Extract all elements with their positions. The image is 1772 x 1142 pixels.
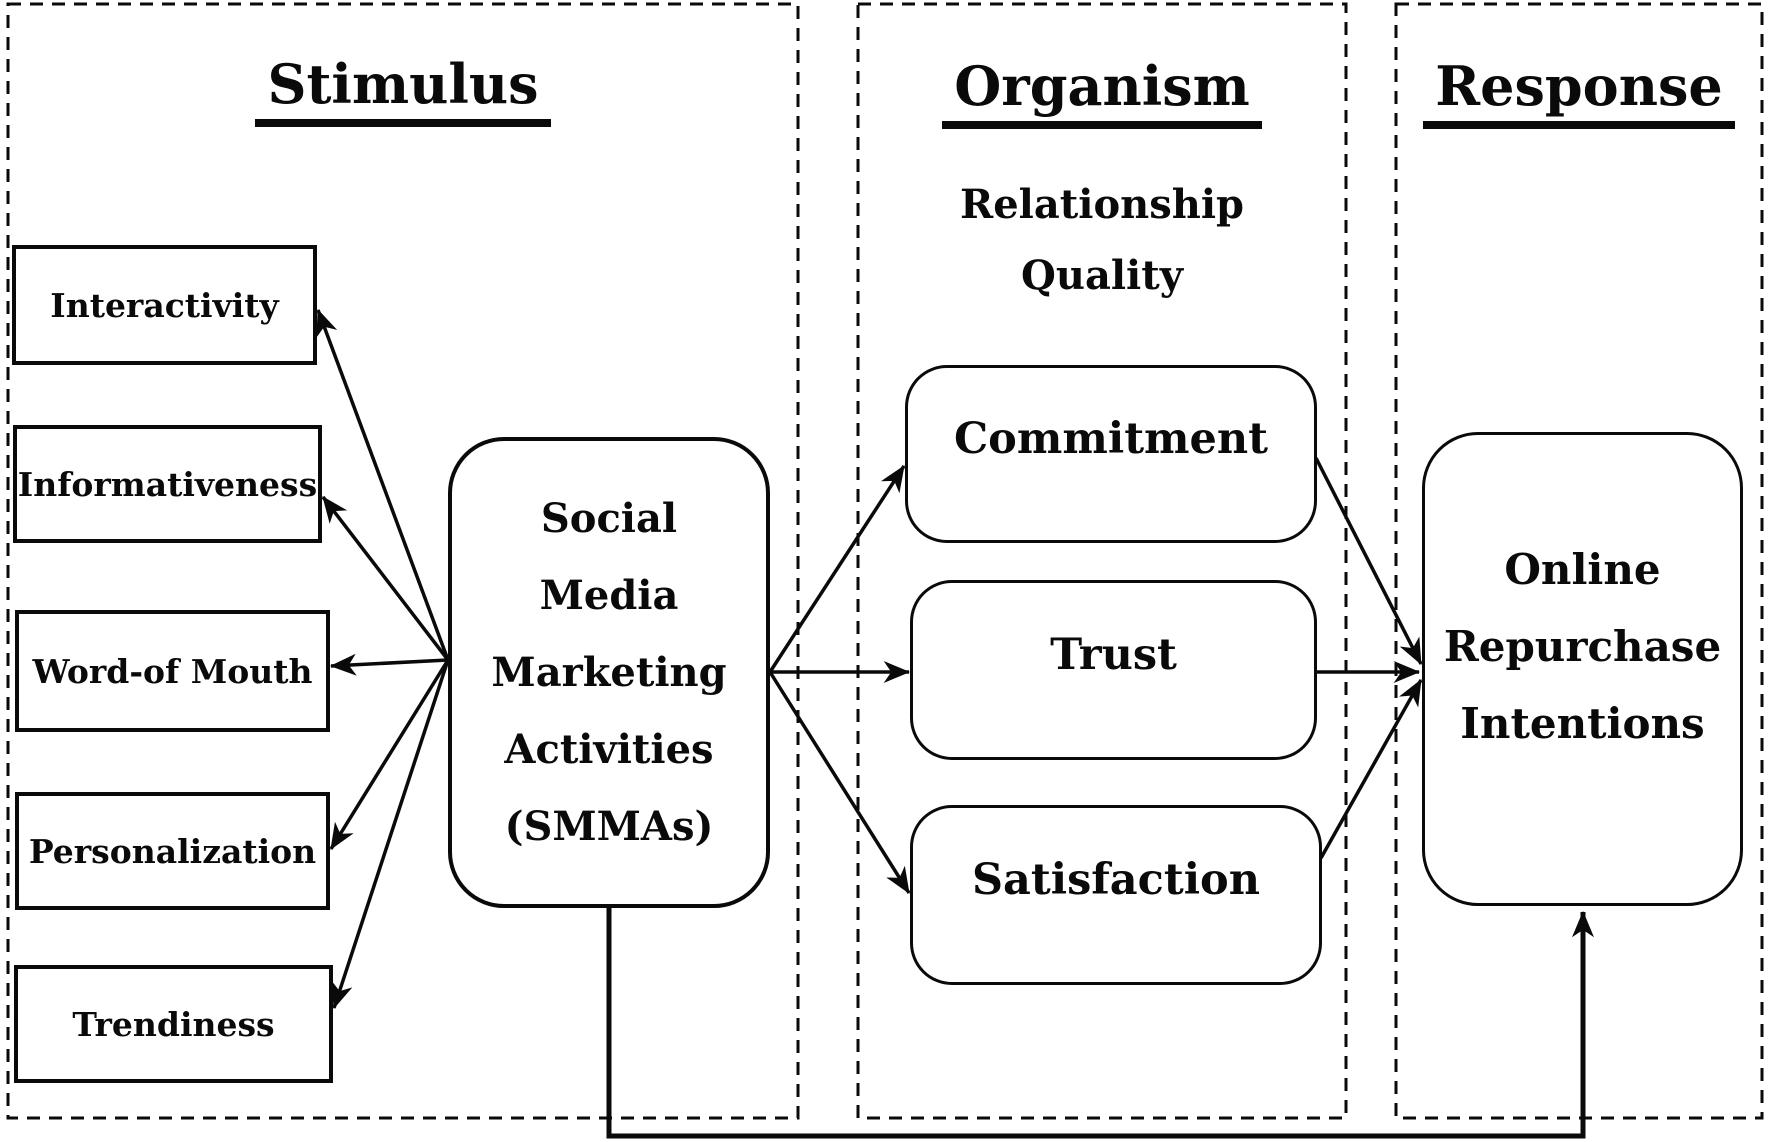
satisfaction-box: Satisfaction <box>910 805 1322 985</box>
stimulus-panel-border <box>6 2 800 1120</box>
factor-label: Trendiness <box>72 1004 275 1044</box>
factor-label: Interactivity <box>50 285 279 325</box>
commitment-box: Commitment <box>905 365 1317 543</box>
smma-line: Media <box>539 572 679 619</box>
stimulus-factor-box-personalization: Personalization <box>15 792 330 910</box>
stimulus-panel-title: Stimulus <box>8 54 798 128</box>
trust-box: Trust <box>910 580 1317 760</box>
stimulus-factor-box-interactivity: Interactivity <box>12 245 317 365</box>
relationship-quality-line1: Relationship <box>959 181 1244 228</box>
arrow-smma-to-satisfaction <box>768 671 911 894</box>
response-panel-title: Response <box>1396 56 1762 130</box>
construct-label: Trust <box>1050 630 1177 680</box>
response-line: Online <box>1504 544 1661 594</box>
relationship-quality-line2: Quality <box>1021 252 1183 299</box>
response-title-text: Response <box>1423 56 1735 130</box>
organism-panel-title: Organism <box>858 56 1346 130</box>
stimulus-factor-box-word-of-mouth: Word-of Mouth <box>15 610 330 732</box>
stimulus-factor-box-trendiness: Trendiness <box>14 965 333 1083</box>
stimulus-factor-box-informativeness: Informativeness <box>13 425 322 543</box>
factor-label: Personalization <box>28 831 317 871</box>
response-line: Intentions <box>1460 698 1705 748</box>
smma-line: (SMMAs) <box>504 803 714 850</box>
response-panel-border <box>1394 2 1764 1120</box>
arrow-satisfaction-to-response <box>1319 679 1423 859</box>
smma-box: Social Media Marketing Activities (SMMAs… <box>448 437 770 908</box>
smma-line: Marketing <box>491 649 727 696</box>
arrow-smma-to-trendiness <box>331 659 450 1010</box>
arrow-smma-to-commitment <box>768 465 906 673</box>
factor-label: Word-of Mouth <box>32 651 313 691</box>
stimulus-title-text: Stimulus <box>255 54 551 128</box>
construct-label: Satisfaction <box>971 855 1260 905</box>
arrow-smma-to-informativeness <box>321 495 450 662</box>
arrow-commitment-to-response <box>1314 457 1423 665</box>
factor-label: Informativeness <box>17 464 318 504</box>
online-repurchase-intentions-box: Online Repurchase Intentions <box>1422 432 1743 906</box>
arrow-smma-to-interactivity <box>316 308 450 661</box>
arrow-smma-to-word-of-mouth <box>329 653 449 676</box>
smma-line: Activities <box>504 726 714 773</box>
response-line: Repurchase <box>1443 621 1722 671</box>
organism-title-text: Organism <box>942 56 1262 130</box>
construct-label: Commitment <box>953 414 1269 464</box>
relationship-quality-label: Relationship Quality <box>858 169 1346 311</box>
arrow-smma-direct-to-response <box>606 906 1594 1139</box>
arrow-smma-to-personalization <box>329 659 450 850</box>
organism-panel-border <box>856 2 1348 1120</box>
smma-line: Social <box>540 495 678 542</box>
